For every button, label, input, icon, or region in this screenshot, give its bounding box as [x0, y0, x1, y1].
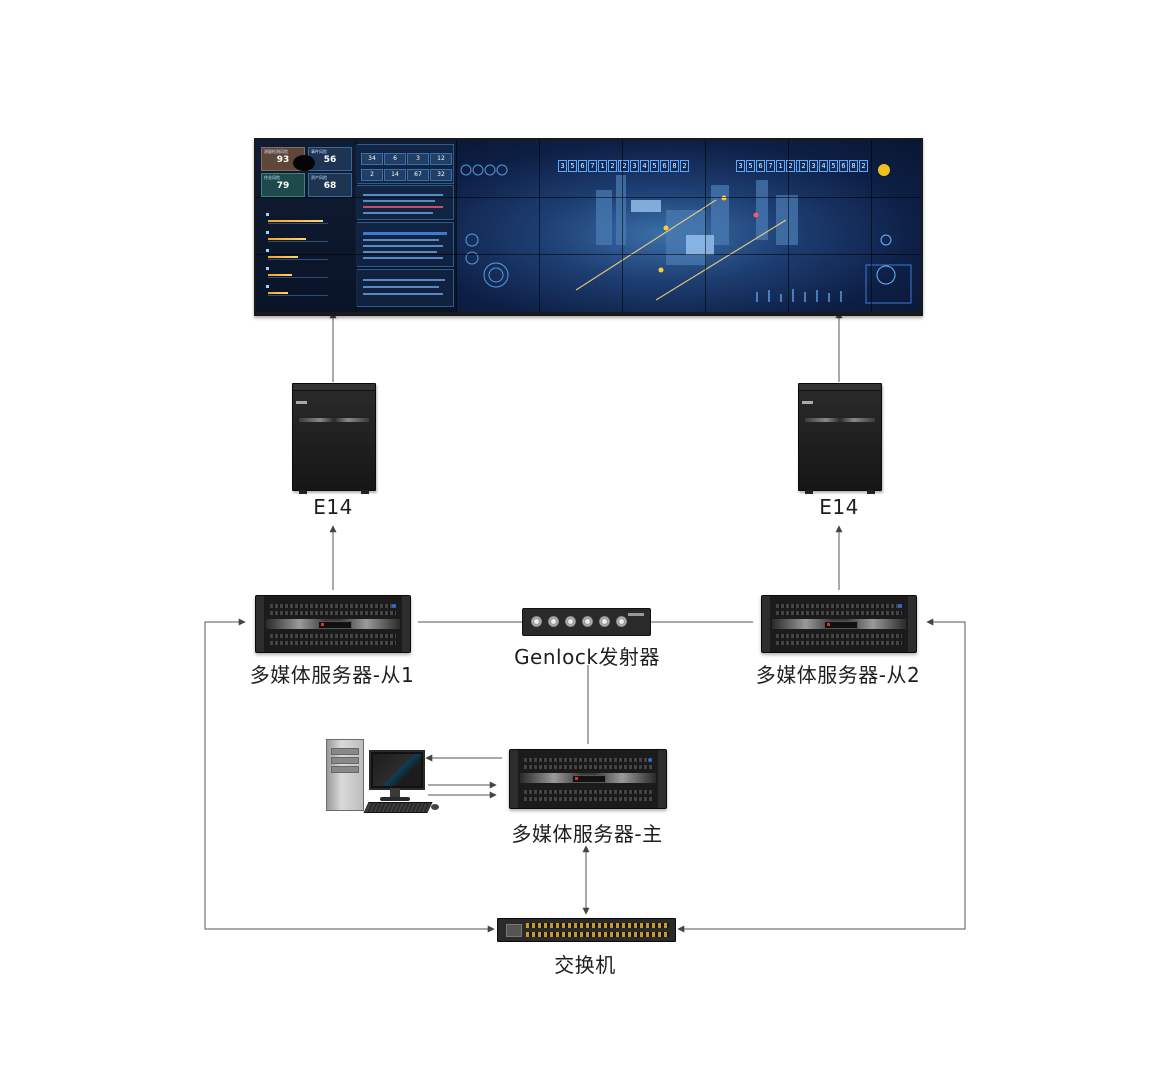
stat-cell: 2	[361, 169, 383, 181]
media-server-slave1	[255, 595, 411, 653]
pc-monitor-icon	[369, 750, 425, 790]
counter-right-a: 3567123	[736, 160, 805, 172]
e14-processor-right	[798, 383, 882, 494]
pc-tower-icon	[326, 739, 364, 811]
arrow-switch-to-slave1	[204, 618, 495, 933]
list-panel	[356, 185, 454, 220]
e14-label-right: E14	[819, 495, 859, 519]
switch-label: 交换机	[554, 953, 616, 977]
slave2-label: 多媒体服务器-从2	[755, 663, 921, 687]
mouse-icon	[431, 804, 439, 810]
arrow-switch-to-slave2	[677, 618, 966, 933]
video-wall: 测量检测风险 93 事件风险 56 作业风险 79 资产风险 68 34 6 3…	[254, 138, 923, 316]
stat-cell: 32	[430, 169, 452, 181]
stat-cell: 67	[407, 169, 429, 181]
media-server-master	[509, 749, 667, 809]
kpi-center-circle	[293, 155, 315, 171]
stat-cell: 12	[430, 153, 452, 165]
progress-row	[266, 248, 346, 262]
e14-processor-left	[292, 383, 376, 494]
progress-row	[266, 212, 346, 226]
stat-cell: 3	[407, 153, 429, 165]
genlock-generator	[522, 608, 651, 636]
genlock-label: Genlock发射器	[514, 645, 660, 669]
media-server-slave2	[761, 595, 917, 653]
list-panel	[356, 222, 454, 267]
stat-cell: 14	[384, 169, 406, 181]
stats-panel: 34 6 3 12 2 14 67 32	[356, 144, 454, 184]
progress-row	[266, 266, 346, 280]
progress-row	[266, 284, 346, 298]
stat-cell: 34	[361, 153, 383, 165]
keyboard-icon	[363, 802, 433, 813]
master-label: 多媒体服务器-主	[511, 822, 663, 846]
progress-row	[266, 230, 346, 244]
stat-cell: 6	[384, 153, 406, 165]
counter-left: 3567123	[558, 160, 627, 172]
kpi-tile: 事件风险 56	[308, 147, 352, 171]
e14-label-left: E14	[313, 495, 353, 519]
monitor-stand	[390, 788, 400, 798]
kpi-tile: 作业风险 79	[261, 173, 305, 197]
kpi-tile: 资产风险 68	[308, 173, 352, 197]
slave1-label: 多媒体服务器-从1	[249, 663, 415, 687]
network-switch	[497, 918, 676, 942]
city-illustration	[460, 164, 912, 304]
monitor-base	[380, 797, 410, 801]
list-panel	[356, 269, 454, 307]
